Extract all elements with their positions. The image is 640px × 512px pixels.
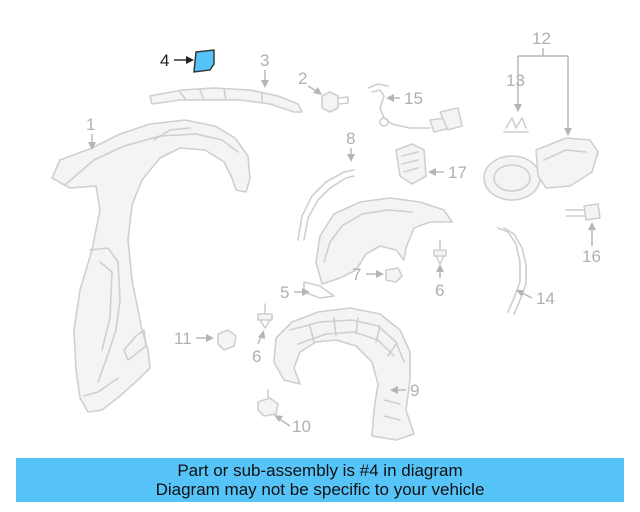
- quarter-panel-part: [51, 119, 251, 413]
- callout-2[interactable]: 2: [298, 69, 322, 95]
- callout-14[interactable]: 14: [516, 289, 555, 308]
- info-banner: Part or sub-assembly is #4 in diagram Di…: [16, 458, 624, 502]
- liner-front-part: [303, 197, 453, 299]
- module-17-part: [395, 143, 427, 185]
- moulding-part: [297, 169, 355, 241]
- callout-15[interactable]: 15: [386, 89, 423, 108]
- callout-label-12: 12: [532, 29, 551, 48]
- seal-part-highlighted: [193, 49, 215, 73]
- callout-6-left[interactable]: 6: [252, 330, 265, 366]
- callout-1[interactable]: 1: [86, 115, 96, 150]
- callout-label-7: 7: [352, 265, 361, 284]
- rail-reinforcement-part: [149, 87, 303, 113]
- callout-label-10: 10: [292, 417, 311, 436]
- wheelhouse-liner-part: [273, 307, 415, 441]
- callout-17[interactable]: 17: [428, 163, 467, 182]
- callout-7[interactable]: 7: [352, 265, 384, 284]
- banner-line-2: Diagram may not be specific to your vehi…: [155, 480, 485, 499]
- bolt-2-part: [321, 91, 349, 113]
- nut-11-part: [217, 329, 237, 351]
- callout-9[interactable]: 9: [390, 381, 419, 400]
- callout-12[interactable]: 12: [514, 29, 572, 136]
- callout-label-9: 9: [410, 381, 419, 400]
- callout-label-16: 16: [582, 247, 601, 266]
- banner-line-1: Part or sub-assembly is #4 in diagram: [177, 461, 463, 480]
- callout-6-right[interactable]: 6: [435, 264, 444, 300]
- wiring-harness-part: [367, 83, 463, 133]
- callout-label-3: 3: [260, 51, 269, 70]
- drain-tube-14-part: [497, 227, 527, 315]
- spring-clip-13-part: [503, 117, 529, 133]
- clip-7-part: [385, 267, 403, 283]
- callout-label-4: 4: [160, 51, 169, 70]
- callout-label-17: 17: [448, 163, 467, 182]
- callout-11[interactable]: 11: [174, 329, 214, 348]
- push-pin-6-left-part: [257, 303, 273, 329]
- callout-label-11: 11: [174, 329, 192, 348]
- callout-label-8: 8: [346, 129, 355, 148]
- fuel-door-12-part: [483, 137, 599, 201]
- bolt-16-part: [565, 203, 601, 221]
- callout-13[interactable]: 13: [506, 71, 525, 90]
- callout-label-14: 14: [536, 289, 555, 308]
- callout-label-2: 2: [298, 69, 307, 88]
- callout-8[interactable]: 8: [346, 129, 355, 162]
- callout-label-5: 5: [280, 283, 289, 302]
- callout-label-13: 13: [506, 71, 525, 90]
- callout-4[interactable]: 4: [160, 51, 194, 70]
- callout-label-1: 1: [86, 115, 95, 134]
- callout-label-6-right: 6: [435, 281, 444, 300]
- callout-16[interactable]: 16: [582, 222, 601, 266]
- callout-label-15: 15: [404, 89, 423, 108]
- callout-10[interactable]: 10: [274, 415, 311, 436]
- parts-diagram: 4 1 3 2 15 8 17 12: [51, 29, 601, 441]
- push-pin-6-right-part: [433, 239, 447, 265]
- callout-label-6-left: 6: [252, 347, 261, 366]
- callout-3[interactable]: 3: [260, 51, 269, 88]
- screw-10-part: [257, 389, 279, 417]
- callout-5[interactable]: 5: [280, 283, 310, 302]
